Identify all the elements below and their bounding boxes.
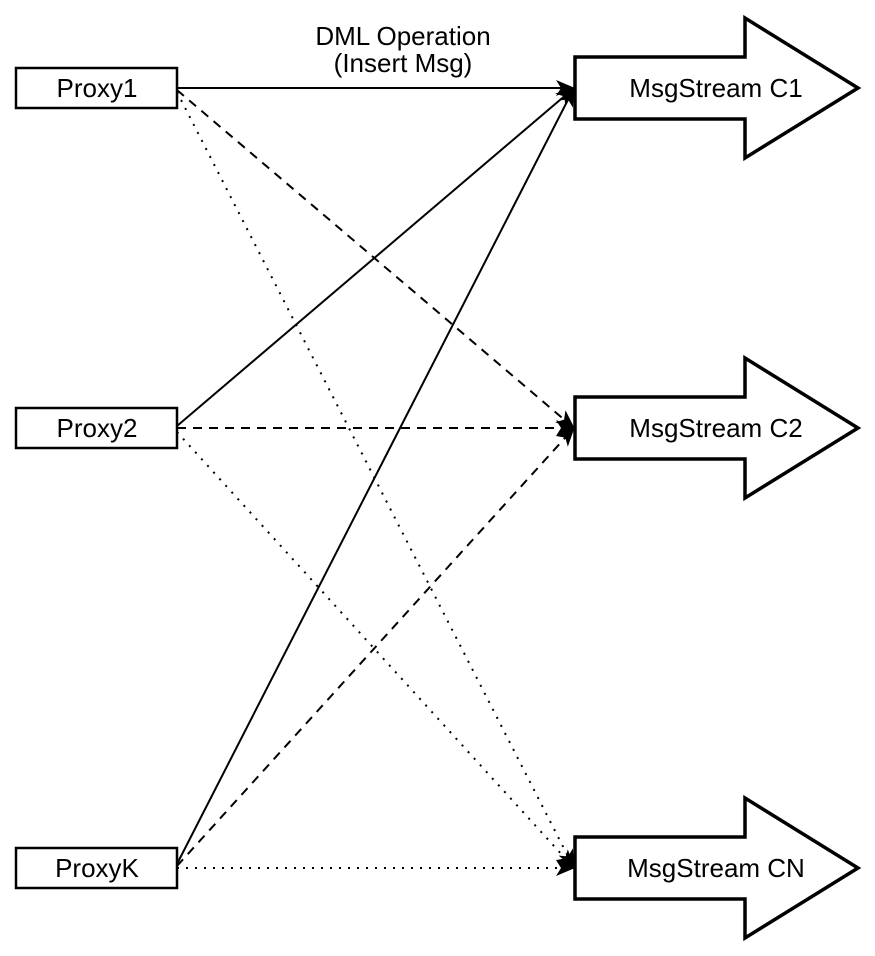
connector-proxyk-c2: [176, 427, 575, 867]
msgstream-c1-node: MsgStream C1: [573, 14, 862, 162]
proxy1-node: Proxy1: [14, 66, 179, 110]
proxyk-box: [14, 846, 179, 890]
annotation-line1: DML Operation: [315, 21, 490, 51]
msgstream-c1-arrow: [573, 14, 862, 162]
connector-proxy1-c2: [176, 89, 575, 429]
proxy1-box: [14, 66, 179, 110]
msgstream-c2-arrow: [573, 354, 862, 502]
dml-operation-annotation: DML Operation (Insert Msg): [315, 21, 490, 78]
connector-proxyk-c1: [176, 87, 575, 865]
msgstream-c2-node: MsgStream C2: [573, 354, 862, 502]
msgstream-c2-label: MsgStream C2: [629, 413, 802, 443]
proxy1-label: Proxy1: [57, 73, 138, 103]
msgstream-cn-arrow: [573, 794, 862, 942]
connector-proxy2-c1: [176, 87, 575, 427]
msgstream-c1-label: MsgStream C1: [629, 73, 802, 103]
proxy2-box: [14, 406, 179, 450]
proxyk-label: ProxyK: [55, 853, 139, 883]
msgstream-cn-node: MsgStream CN: [573, 794, 862, 942]
proxy2-node: Proxy2: [14, 406, 179, 450]
proxy2-label: Proxy2: [57, 413, 138, 443]
connector-proxy1-cn: [176, 91, 575, 869]
msgstream-cn-label: MsgStream CN: [627, 853, 805, 883]
annotation-line2: (Insert Msg): [334, 48, 473, 78]
proxyk-node: ProxyK: [14, 846, 179, 890]
connector-proxy2-cn: [176, 431, 575, 869]
